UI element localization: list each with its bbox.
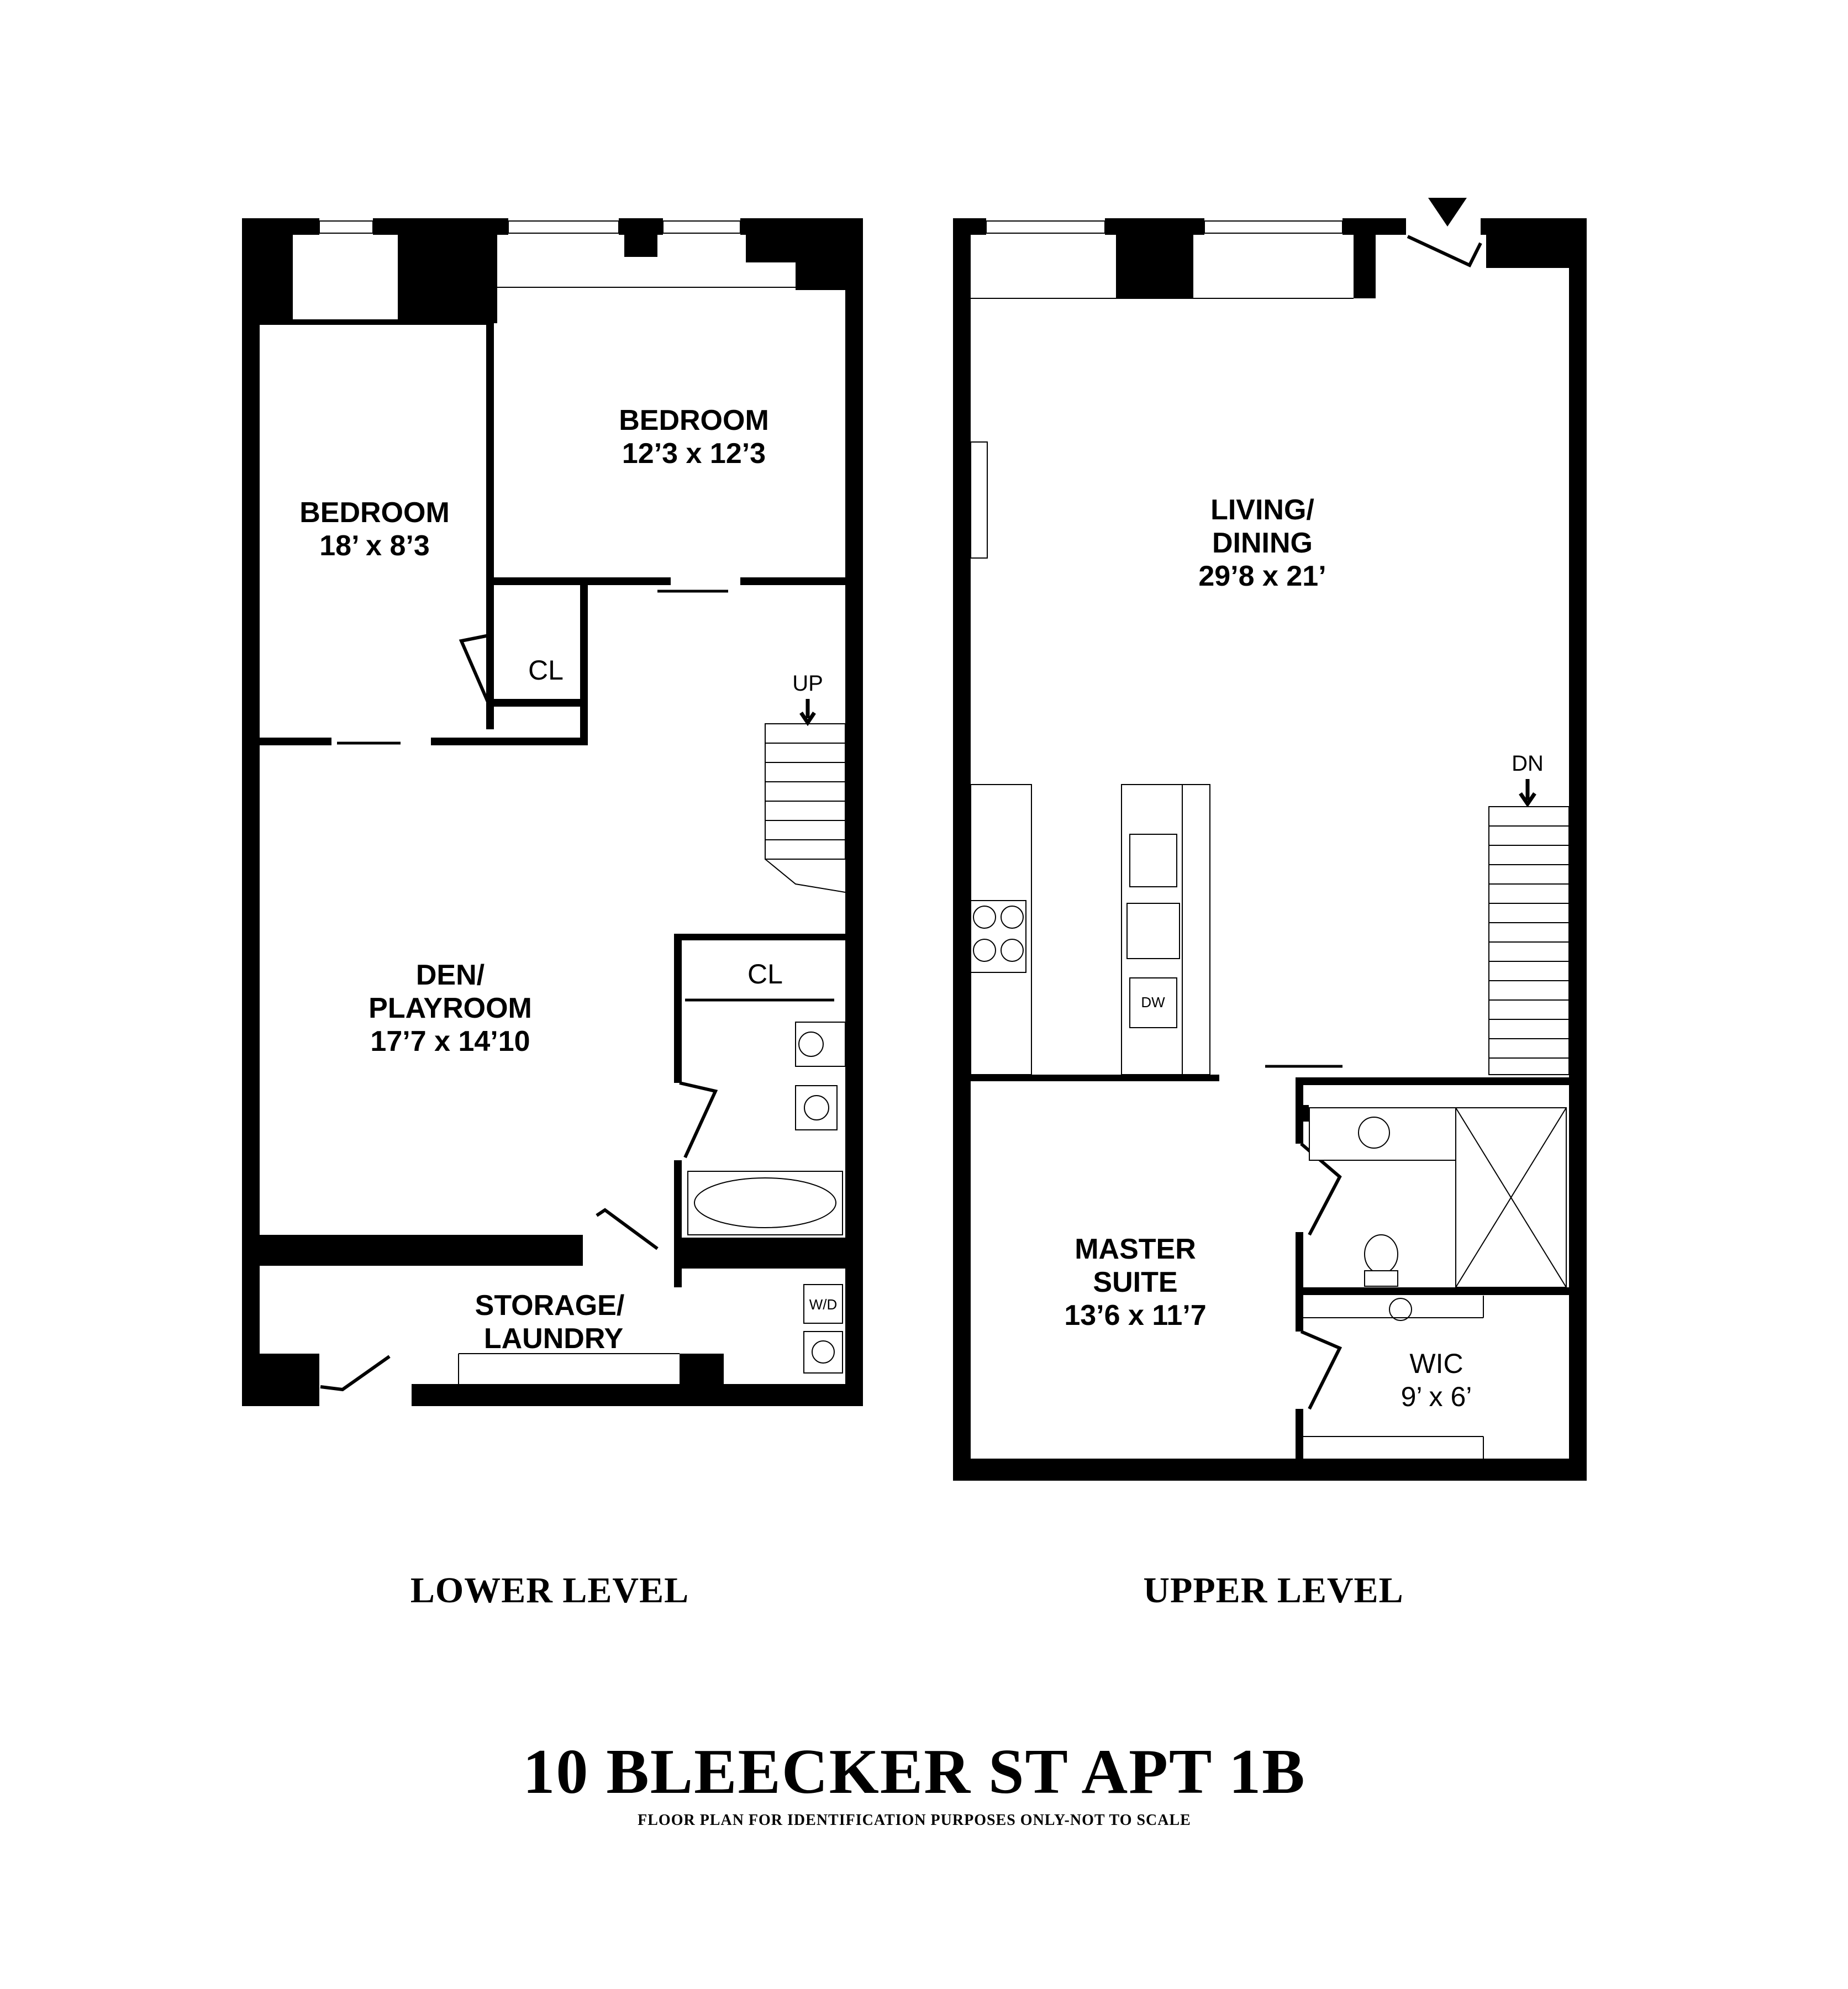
den-dims: 17’7 x 14’10 [370,1025,530,1057]
upper-level-plan: LIVING/ DINING 29’8 x 21’ DN DW MASTER S… [953,198,1587,1481]
upper-kitchen [970,784,1210,1075]
upper-stairs [1488,779,1570,1075]
entry-arrow-icon [1428,198,1467,227]
lower-fixtures [687,1022,846,1374]
dishwasher-label: DW [1141,994,1165,1011]
lower-level-plan: BEDROOM 12’3 x 12’3 BEDROOM 18’ x 8’3 CL… [242,218,863,1406]
upper-entry [1407,198,1482,267]
master-dims: 13’6 x 11’7 [1064,1299,1206,1332]
living-dims: 29’8 x 21’ [1198,560,1326,592]
storage-name-line1: STORAGE/ [475,1290,625,1322]
wic-name: WIC [1409,1348,1463,1379]
stairs-down-label: DN [1512,751,1544,776]
lower-windows [319,220,741,234]
refrigerator-icon [1126,903,1180,959]
upper-wic [1303,1296,1484,1459]
den-name-line1: DEN/ [416,959,485,991]
washer-dryer-icon [803,1284,843,1324]
bedroom-right-name: BEDROOM [619,404,769,436]
upper-labels: LIVING/ DINING 29’8 x 21’ DN DW MASTER S… [1064,494,1544,1412]
storage-name-line2: LAUNDRY [484,1323,623,1355]
upper-windows [970,220,1354,559]
down-arrow-icon [1519,779,1536,808]
upper-level-caption: UPPER LEVEL [1143,1570,1403,1611]
lower-interior-walls [260,232,845,1384]
closet-a-label: CL [528,655,564,686]
den-name-line2: PLAYROOM [368,992,532,1024]
stairs-up-label: UP [792,671,823,696]
upper-doors [1300,1142,1342,1410]
page-subtitle: FLOOR PLAN FOR IDENTIFICATION PURPOSES O… [638,1812,1191,1829]
washer-dryer-label: W/D [809,1296,838,1313]
bedroom-left-name: BEDROOM [299,497,450,529]
bath-sink-icon [1358,1117,1390,1149]
lower-stairs [765,699,846,893]
lower-level-caption: LOWER LEVEL [410,1570,689,1611]
range-icon [970,900,1026,973]
upper-master-bath [1309,1107,1567,1288]
dishwasher-icon [1129,977,1177,1028]
closet-b-label: CL [747,959,783,990]
living-name-line2: DINING [1212,527,1313,559]
lower-labels: BEDROOM 12’3 x 12’3 BEDROOM 18’ x 8’3 CL… [299,404,837,1355]
page-title: 10 BLEECKER ST APT 1B [523,1737,1305,1807]
kitchen-sink-icon [1129,834,1177,887]
bedroom-right-dims: 12’3 x 12’3 [622,438,766,470]
bedroom-left-dims: 18’ x 8’3 [319,530,430,562]
lower-outer-walls [242,218,863,1406]
upper-outer-walls [953,218,1587,1481]
living-name-line1: LIVING/ [1210,494,1314,526]
up-arrow-icon [799,699,816,727]
wic-dims: 9’ x 6’ [1401,1381,1472,1412]
bath-toilet-icon [1364,1234,1398,1274]
master-name-line2: SUITE [1093,1266,1177,1298]
master-name-line1: MASTER [1075,1233,1196,1265]
upper-interior-walls [971,1065,1569,1464]
lower-doors [320,590,834,1392]
